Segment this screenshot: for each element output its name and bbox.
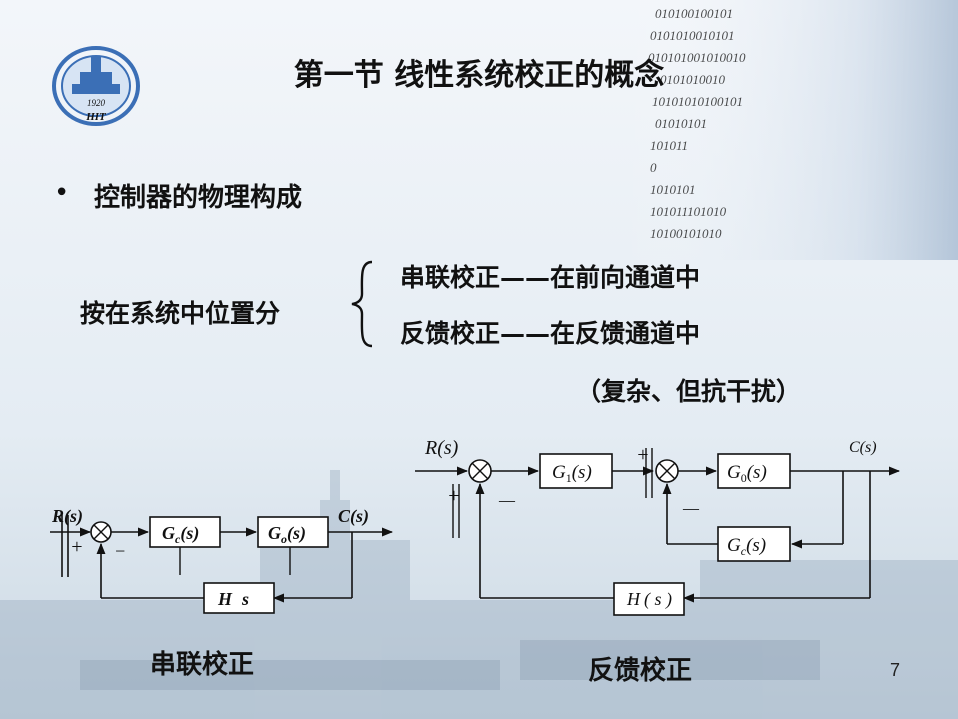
block-gc xyxy=(149,516,221,548)
series-row-name: 串联校正 xyxy=(400,263,501,292)
svg-text:101011: 101011 xyxy=(650,138,688,153)
svg-text:010100100101: 010100100101 xyxy=(655,6,733,21)
left-caption: 串联校正 xyxy=(150,650,255,680)
block-h-feedback xyxy=(613,582,685,616)
feedback-row: 反馈校正——在反馈通道中 xyxy=(400,314,700,350)
series-row: 串联校正——在前向通道中 xyxy=(400,258,700,294)
page-number: 7 xyxy=(890,660,901,680)
feedback-input-label: R(s) xyxy=(424,437,459,459)
series-plus-sign: + xyxy=(70,536,84,558)
feedback-note: （复杂、但抗干扰） xyxy=(576,377,802,406)
hit-logo: 1920 HIT xyxy=(52,46,140,126)
feedback-minus-1: — xyxy=(498,490,516,510)
feedback-plus-2: + xyxy=(636,444,650,466)
bullet-dot: • xyxy=(54,178,70,208)
svg-text:10101010100101: 10101010100101 xyxy=(652,94,743,109)
feedback-output-label: C(s) xyxy=(849,439,877,456)
feedback-minus-2: — xyxy=(682,498,700,518)
feedback-correction-diagram: R(s) + — G1(s) + — G0(s) C(s) Gc(s) H( s… xyxy=(415,437,901,616)
svg-text:10100101010: 10100101010 xyxy=(650,226,722,241)
block-g1-label: G1(s) xyxy=(552,462,592,485)
slide-title: 第一节 线性系统校正的概念 xyxy=(293,58,665,93)
series-row-where: 在前向通道中 xyxy=(550,263,701,292)
series-input-label: R(s) xyxy=(51,506,83,527)
svg-text:HIT: HIT xyxy=(85,111,107,123)
right-caption: 反馈校正 xyxy=(588,656,693,686)
svg-text:010101001010010: 010101001010010 xyxy=(648,50,746,65)
series-minus-sign: − xyxy=(114,541,126,561)
block-gc-feedback-label: Gc(s) xyxy=(727,535,766,558)
bullet-text: 控制器的物理构成 xyxy=(94,183,303,213)
series-correction-diagram: R(s) + − Gc(s) Go(s) C(s) Hs xyxy=(50,506,394,614)
block-go xyxy=(257,516,329,548)
svg-text:1010101: 1010101 xyxy=(650,182,696,197)
feedback-plus-1: + xyxy=(447,485,461,507)
svg-text:0: 0 xyxy=(650,160,657,175)
feedback-row-name: 反馈校正 xyxy=(400,319,501,348)
classify-label: 按在系统中位置分 xyxy=(80,299,281,328)
block-go-label: Go(s) xyxy=(268,523,306,546)
block-h xyxy=(203,582,275,614)
curly-brace-icon xyxy=(351,260,373,348)
svg-text:01010101: 01010101 xyxy=(655,116,707,131)
block-gc-label: Gc(s) xyxy=(162,523,199,546)
block-g0-label: G0(s) xyxy=(727,462,767,485)
campus-silhouette xyxy=(0,470,958,719)
svg-text:0101010010: 0101010010 xyxy=(660,72,726,87)
binary-pattern: 010100100101 0101010010101 0101010010100… xyxy=(648,6,746,241)
feedback-row-where: 在反馈通道中 xyxy=(550,319,701,348)
series-output-label: C(s) xyxy=(338,506,369,527)
series-row-dash: —— xyxy=(500,263,551,292)
svg-text:0101010010101: 0101010010101 xyxy=(650,28,735,43)
svg-text:101011101010: 101011101010 xyxy=(650,204,727,219)
block-gc-feedback xyxy=(717,526,791,562)
svg-text:1920: 1920 xyxy=(87,98,106,108)
block-h-feedback-label: H( s ) xyxy=(626,589,672,610)
feedback-row-dash: —— xyxy=(500,319,551,348)
